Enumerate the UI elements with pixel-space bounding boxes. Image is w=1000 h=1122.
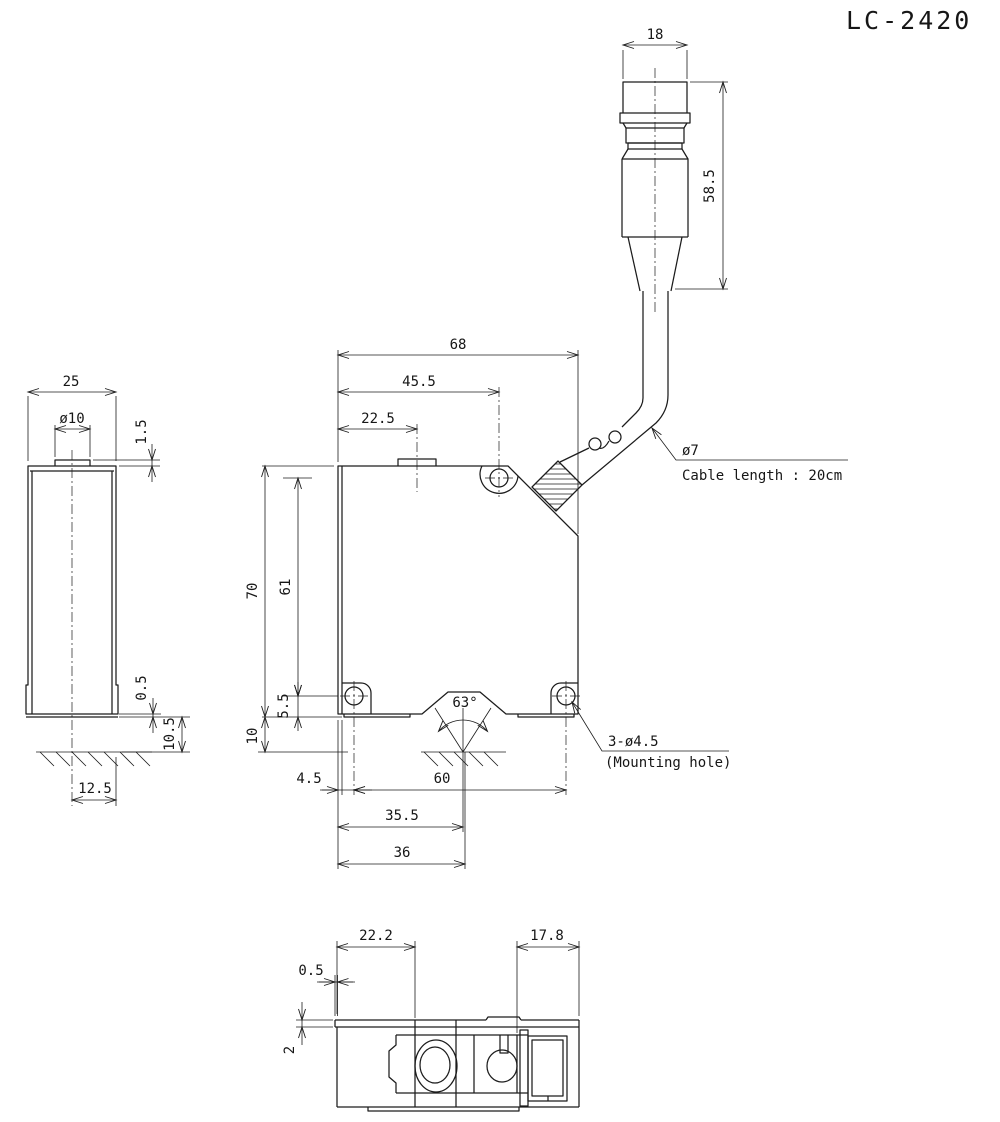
- cable-assembly: ø7 Cable length : 20cm: [531, 291, 848, 512]
- bottom-outline-top: [335, 1016, 579, 1021]
- side-boss: [54, 459, 91, 466]
- cable-gland: [531, 460, 583, 512]
- emitter-lens: [486, 1049, 518, 1083]
- dim-left-section: 22.2: [359, 928, 393, 944]
- dim-connector-width: 18: [647, 27, 664, 43]
- dim-right-section: 17.8: [530, 928, 564, 944]
- dim-left-to-top-hole: 45.5: [402, 374, 436, 390]
- side-view: 25 ø10 1.5 0.5 10.5 12.5: [25, 374, 190, 806]
- dim-left-to-beam-outer: 36: [394, 845, 411, 861]
- dim-side-width: 25: [63, 374, 80, 390]
- bottom-connector-bar: [519, 1029, 529, 1107]
- dim-overall-height: 70: [245, 583, 261, 600]
- receiver-lens: [414, 1039, 458, 1093]
- dim-beam-angle: 63°: [452, 695, 477, 711]
- dim-left-to-beam: 35.5: [385, 808, 419, 824]
- side-body-outline: [25, 465, 119, 715]
- dim-lip: 0.5: [298, 963, 323, 979]
- dim-plate-thickness: 2: [282, 1046, 298, 1054]
- sensor-body-outline: [337, 465, 579, 715]
- dim-connector-height: 58.5: [702, 169, 718, 203]
- dim-boss-diameter: ø10: [59, 411, 84, 427]
- mounting-hole-label: 3-ø4.5: [608, 734, 659, 750]
- mounting-hole-note: (Mounting hole): [605, 755, 731, 771]
- dim-standoff: 10: [245, 728, 261, 745]
- dim-hole-span-vertical: 61: [278, 579, 294, 596]
- dim-left-to-boss: 22.5: [361, 411, 395, 427]
- dim-overall-width: 68: [450, 337, 467, 353]
- dim-hole-span-horizontal: 60: [434, 771, 451, 787]
- dim-foot-height: 0.5: [134, 675, 150, 700]
- top-boss: [397, 458, 437, 466]
- front-view: 63° 68 45.5 22.5 70 61 5.5 10 4.5 60: [245, 337, 731, 869]
- drawing-title: LC-2420: [846, 6, 972, 35]
- bottom-connector-box: [527, 1035, 568, 1102]
- dim-hole-to-bottom: 5.5: [276, 693, 292, 718]
- connector-view: 18 58.5: [619, 27, 728, 312]
- cable-bend-detail: [608, 430, 622, 444]
- dim-side-standoff: 10.5: [162, 717, 178, 751]
- dim-edge-to-hole: 4.5: [296, 771, 321, 787]
- dim-center-to-edge: 12.5: [78, 781, 112, 797]
- cable-diameter-label: ø7: [682, 443, 699, 459]
- dim-boss-height: 1.5: [134, 419, 150, 444]
- receiver-lens-inner: [419, 1046, 451, 1084]
- cable-bend-detail: [588, 437, 602, 451]
- bottom-bracket: [388, 1035, 397, 1093]
- bottom-view: 22.2 17.8 0.5 2: [282, 928, 581, 1112]
- cable-length-label: Cable length : 20cm: [682, 468, 842, 484]
